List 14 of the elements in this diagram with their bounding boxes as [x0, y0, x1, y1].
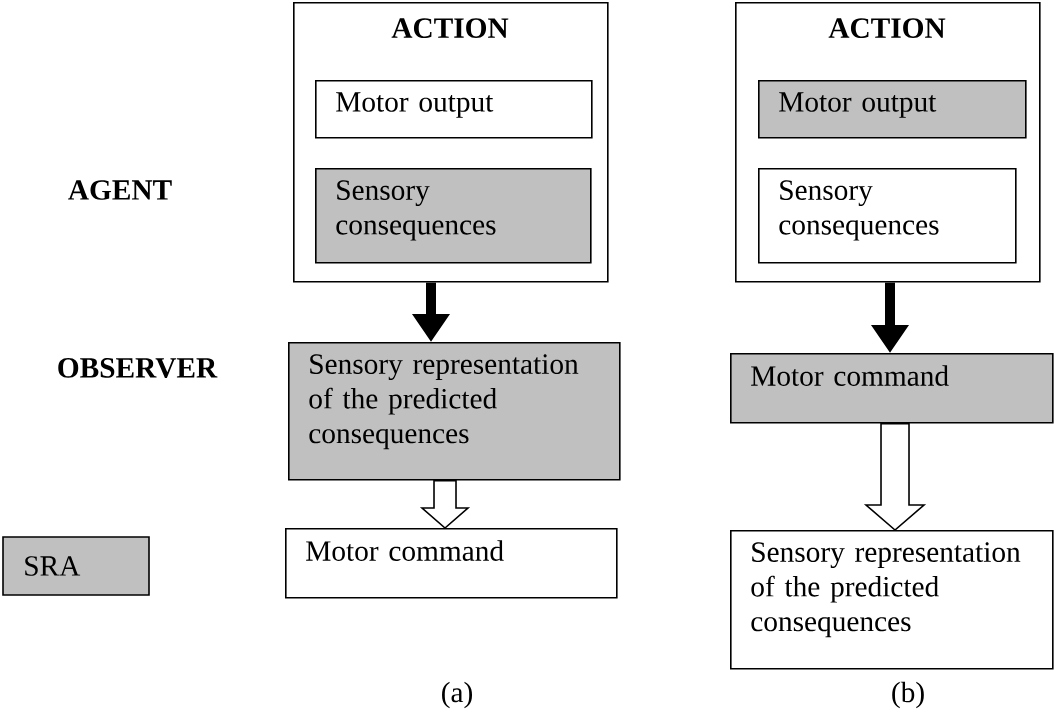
process-box: Motor command	[285, 528, 618, 599]
process-box: Sensory consequences	[315, 168, 592, 264]
process-box: Motor command	[730, 353, 1054, 424]
process-box: Sensory consequences	[758, 168, 1017, 264]
block-arrow	[863, 422, 927, 532]
panel-label: (a)	[442, 681, 472, 709]
legend-key: SRA	[2, 536, 150, 596]
process-box: Sensory representation of the predicted consequences	[730, 530, 1054, 670]
process-box: Motor output	[758, 80, 1027, 139]
row-label: AGENT	[68, 180, 172, 200]
process-box: Motor output	[315, 80, 593, 139]
row-label: OBSERVER	[58, 358, 218, 378]
block-arrow	[419, 479, 471, 530]
process-box: Sensory representation of the predicted consequences	[288, 342, 621, 481]
